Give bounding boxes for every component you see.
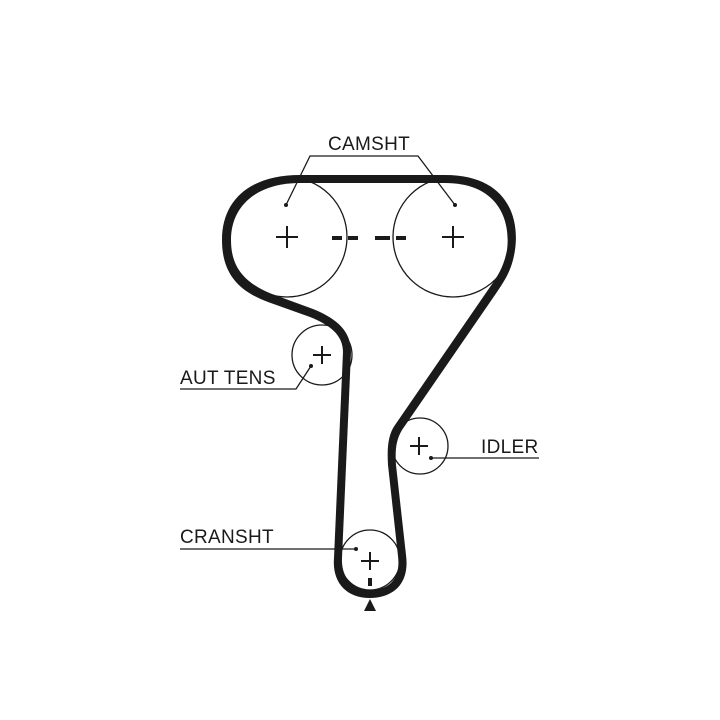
camshaft-pulley-right [392, 176, 514, 298]
crankshaft-pulley [339, 529, 401, 591]
auto-tensioner-label: AUT TENS [180, 368, 276, 389]
idler-label: IDLER [481, 437, 538, 458]
camshaft-leader-line [285, 155, 456, 206]
crankshaft-center-icon [361, 552, 379, 570]
camshaft-left-center-icon [276, 226, 298, 248]
auto-tensioner-pulley [291, 324, 353, 386]
crankshaft-label: CRANSHT [180, 527, 274, 548]
idler-center-icon [410, 437, 428, 455]
camshaft-pulley-left [226, 176, 348, 298]
triangle-up-icon [364, 599, 376, 611]
auto-tensioner-leader-line [180, 365, 312, 390]
camshaft-right-center-icon [442, 226, 464, 248]
auto-tensioner-center-icon [313, 346, 331, 364]
idler-pulley [391, 417, 449, 475]
crank-timing-tick [368, 578, 372, 586]
camshaft-label: CAMSHT [328, 134, 410, 155]
